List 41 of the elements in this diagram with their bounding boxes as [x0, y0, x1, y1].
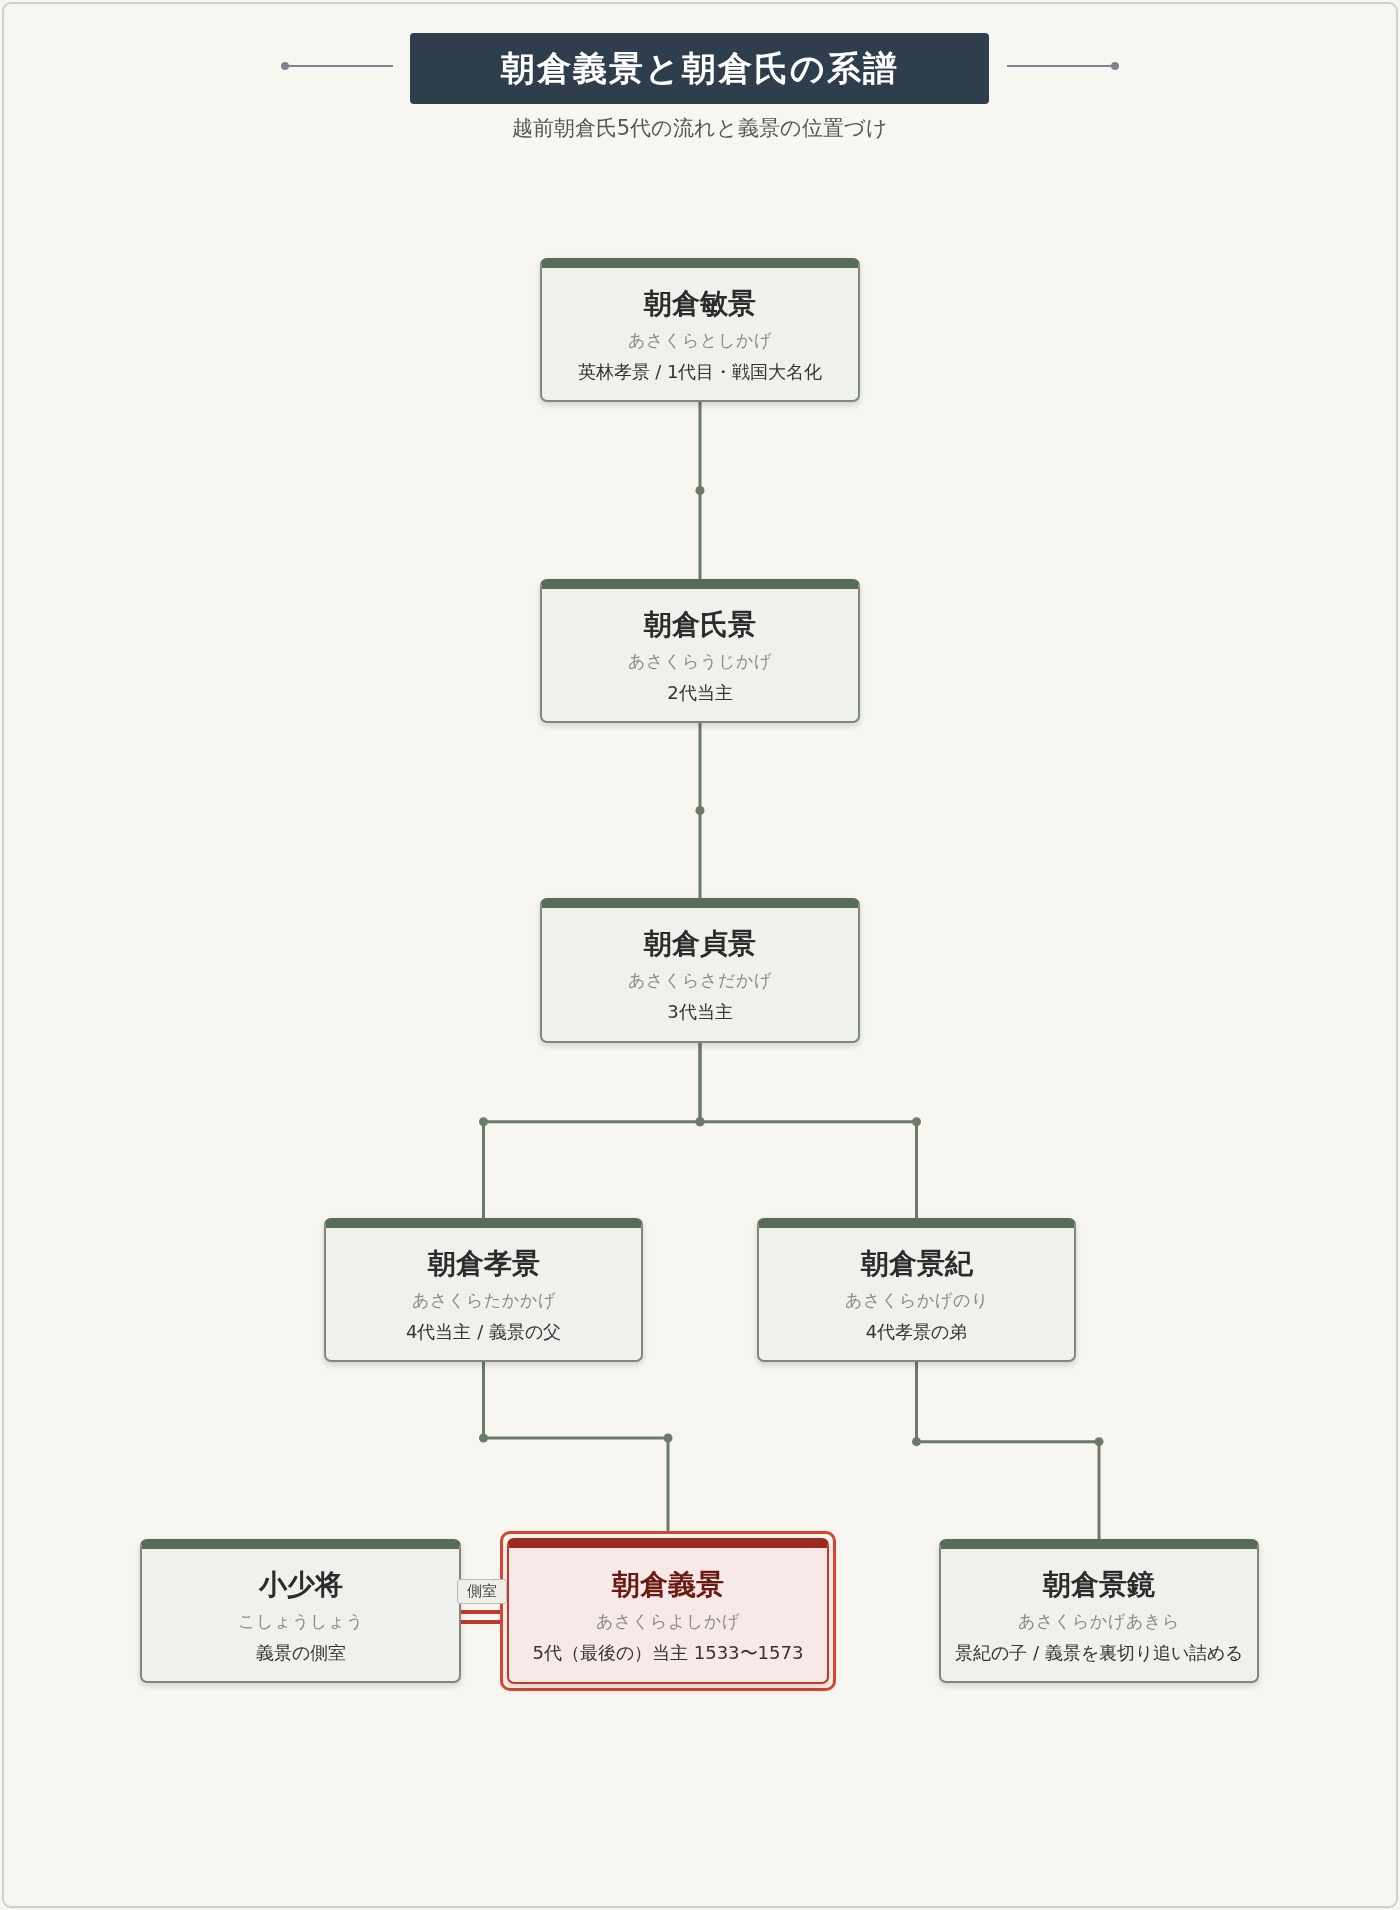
role-note: 4代孝景の弟: [865, 1319, 968, 1344]
person-box: [540, 898, 860, 1043]
family-line: [695, 1043, 921, 1218]
name-reading: あさくらかげのり: [844, 1288, 989, 1312]
person-name: 朝倉景鏡: [1043, 1566, 1155, 1603]
role-note: 4代当主 / 義景の父: [406, 1319, 561, 1344]
role-note: 景紀の子 / 義景を裏切り追い詰める: [955, 1640, 1243, 1665]
person-name: 朝倉貞景: [644, 926, 756, 962]
name-reading: あさくらよしかげ: [596, 1609, 740, 1633]
edge-label: 側室: [456, 1579, 507, 1604]
role-note: 5代（最後の）当主 1533〜1573: [532, 1640, 804, 1665]
title-banner: 朝倉義景と朝倉氏の系譜: [410, 33, 989, 104]
family-line: [695, 402, 705, 579]
person-box: [540, 258, 860, 402]
name-reading: あさくらかげあきら: [1018, 1609, 1180, 1633]
person-box: [540, 579, 860, 723]
person-name: 朝倉義景: [612, 1566, 724, 1603]
family-line: [479, 1362, 673, 1531]
name-reading: こしょうしょう: [237, 1609, 364, 1633]
name-reading: あさくらとしかげ: [628, 328, 772, 352]
person-box: [140, 1539, 461, 1683]
person-name: 朝倉孝景: [427, 1245, 540, 1282]
person-name: 小少将: [258, 1566, 343, 1603]
name-reading: あさくらたかかげ: [411, 1288, 556, 1312]
person-name: 朝倉氏景: [644, 606, 756, 643]
person-box: [324, 1218, 643, 1362]
family-line: [912, 1362, 1104, 1539]
highlighted-person-box: [500, 1531, 836, 1691]
person-name: 朝倉景紀: [860, 1245, 973, 1282]
role-note: 2代当主: [667, 680, 733, 705]
person-name: 朝倉敏景: [644, 285, 756, 322]
subtitle: 越前朝倉氏5代の流れと義景の位置づけ: [510, 115, 890, 142]
role-note: 3代当主: [667, 1000, 733, 1024]
family-line: [461, 1610, 500, 1624]
role-note: 義景の側室: [255, 1640, 346, 1665]
person-box: [757, 1218, 1076, 1362]
person-box: [939, 1539, 1259, 1683]
role-note: 英林孝景 / 1代目・戦国大名化: [577, 359, 823, 384]
name-reading: あさくらさだかげ: [628, 969, 772, 992]
family-line: [695, 723, 705, 898]
name-reading: あさくらうじかげ: [628, 649, 772, 673]
